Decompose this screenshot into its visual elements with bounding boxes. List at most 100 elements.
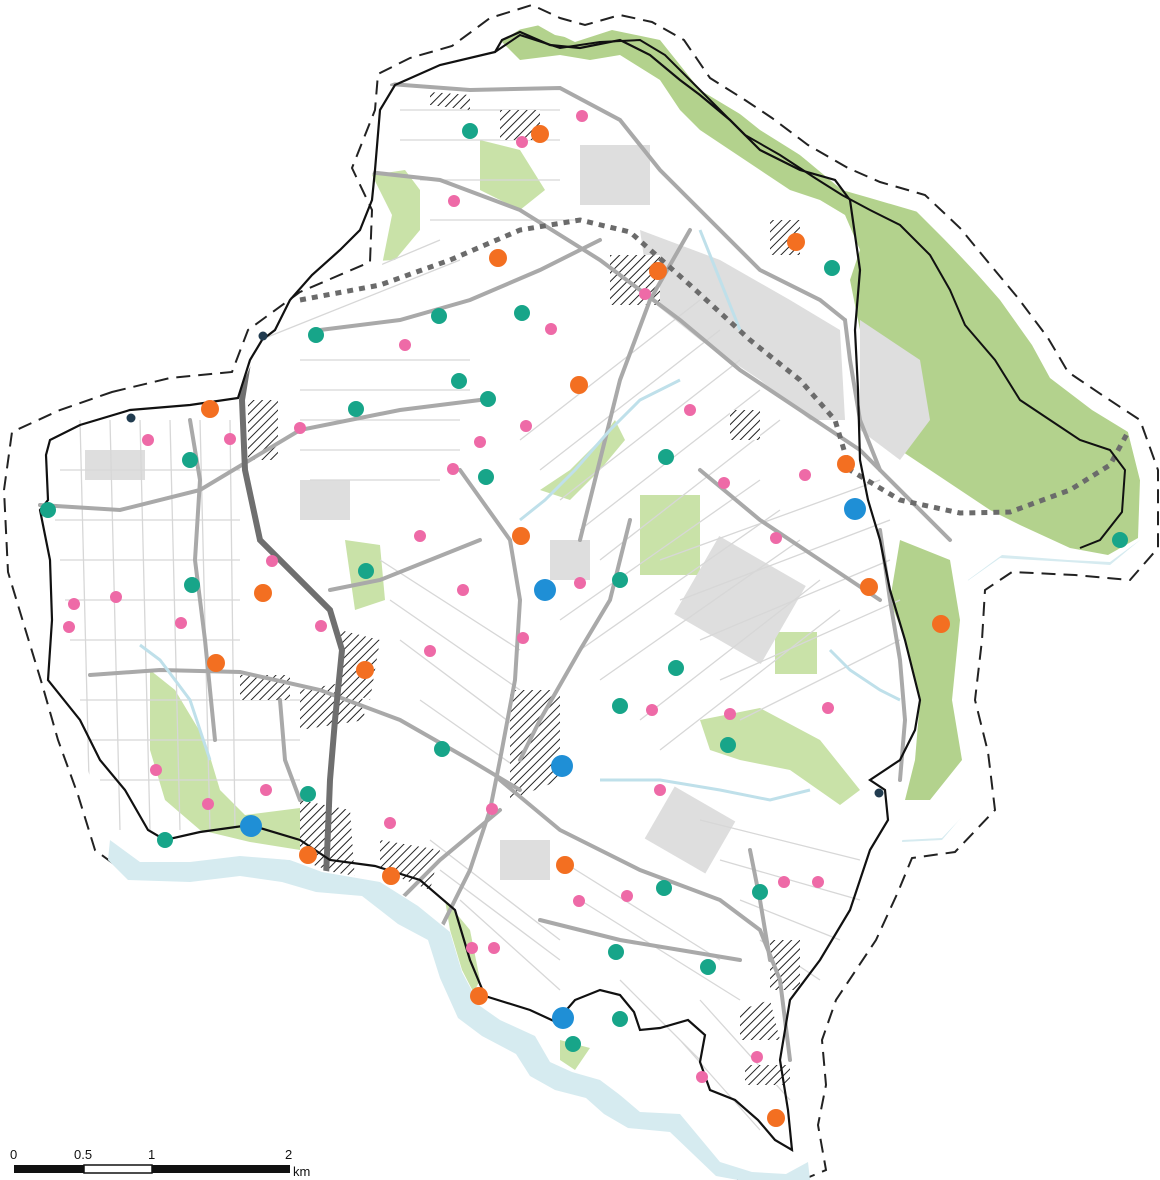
scale-label-1: 1: [148, 1147, 155, 1162]
teal-marker: [1112, 532, 1128, 548]
blue-marker: [534, 579, 556, 601]
pink-marker: [399, 339, 411, 351]
teal-marker: [752, 884, 768, 900]
pink-marker: [778, 876, 790, 888]
orange-marker: [860, 578, 878, 596]
pink-marker: [63, 621, 75, 633]
blue-marker-layer: [240, 498, 866, 1029]
block-gray-2: [644, 786, 736, 874]
block-gray-6: [85, 450, 145, 480]
orange-marker: [470, 987, 488, 1005]
navy-marker: [258, 331, 268, 341]
orange-marker: [254, 584, 272, 602]
pink-marker: [684, 404, 696, 416]
pink-marker: [142, 434, 154, 446]
pink-marker: [384, 817, 396, 829]
teal-marker: [608, 944, 624, 960]
teal-marker-layer: [40, 123, 1128, 1052]
teal-marker: [612, 698, 628, 714]
pink-marker: [724, 708, 736, 720]
pink-marker: [621, 890, 633, 902]
pink-marker: [751, 1051, 763, 1063]
navy-marker: [874, 788, 884, 798]
buffer-outline: [2, 3, 1159, 1180]
blue-marker: [240, 815, 262, 837]
teal-marker: [40, 502, 56, 518]
navy-marker-layer: [126, 331, 884, 798]
pink-marker: [488, 942, 500, 954]
pink-marker: [696, 1071, 708, 1083]
green-sports-field: [640, 495, 700, 575]
teal-marker: [565, 1036, 581, 1052]
northern-edge-contour: [494, 33, 1127, 549]
pink-marker: [639, 288, 651, 300]
teal-marker: [157, 832, 173, 848]
orange-marker: [767, 1109, 785, 1127]
orange-marker: [382, 867, 400, 885]
teal-marker: [462, 123, 478, 139]
block-gray-4: [300, 480, 350, 520]
pink-marker: [545, 323, 557, 335]
minor-streets: [55, 109, 901, 1131]
teal-marker: [358, 563, 374, 579]
green-north-park: [480, 140, 545, 210]
pink-marker: [447, 463, 459, 475]
pink-marker: [414, 530, 426, 542]
pink-marker: [770, 532, 782, 544]
pink-marker: [224, 433, 236, 445]
teal-marker: [431, 308, 447, 324]
pink-marker: [654, 784, 666, 796]
orange-marker: [556, 856, 574, 874]
orange-marker: [649, 262, 667, 280]
pink-marker: [294, 422, 306, 434]
teal-marker: [668, 660, 684, 676]
pink-marker: [812, 876, 824, 888]
orange-marker: [299, 846, 317, 864]
pink-marker-layer: [63, 110, 834, 1083]
green-valley: [700, 708, 860, 805]
rail-line: [299, 217, 1131, 516]
pink-marker: [574, 577, 586, 589]
teal-marker: [300, 786, 316, 802]
scale-label-0-5: 0.5: [74, 1147, 92, 1162]
pink-marker: [260, 784, 272, 796]
teal-marker: [700, 959, 716, 975]
streams: [139, 229, 901, 802]
scale-bar-segment-1: [14, 1165, 84, 1173]
block-gray-1: [674, 536, 806, 664]
pink-marker: [68, 598, 80, 610]
navy-marker: [126, 413, 136, 423]
orange-marker: [531, 125, 549, 143]
pink-marker: [202, 798, 214, 810]
teal-marker: [478, 469, 494, 485]
pink-marker: [573, 895, 585, 907]
teal-marker: [658, 449, 674, 465]
orange-marker: [207, 654, 225, 672]
block-gray-7: [500, 840, 550, 880]
orange-marker: [201, 400, 219, 418]
teal-marker: [184, 577, 200, 593]
scale-bar-segment-3: [152, 1165, 290, 1173]
orange-marker: [489, 249, 507, 267]
teal-marker: [514, 305, 530, 321]
study-area-boundary: [38, 30, 922, 1153]
scale-bar: 0 0.5 1 2 km: [10, 1147, 310, 1179]
pink-marker: [646, 704, 658, 716]
teal-marker: [720, 737, 736, 753]
green-belt-northeast: [495, 25, 1140, 555]
orange-marker: [787, 233, 805, 251]
teal-marker: [182, 452, 198, 468]
green-southwest: [445, 900, 480, 1000]
block-gray-3: [580, 145, 650, 205]
motorway: [238, 335, 346, 903]
harbour-water: [108, 840, 810, 1180]
pink-marker: [266, 555, 278, 567]
teal-marker: [480, 391, 496, 407]
pink-marker: [474, 436, 486, 448]
pink-marker: [486, 803, 498, 815]
teal-marker: [824, 260, 840, 276]
pink-marker: [448, 195, 460, 207]
block-gray-5: [550, 540, 590, 580]
orange-marker: [570, 376, 588, 394]
